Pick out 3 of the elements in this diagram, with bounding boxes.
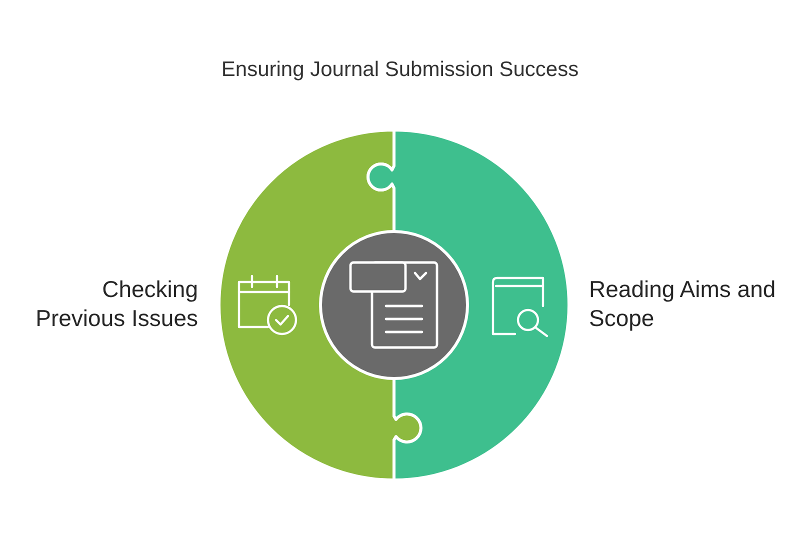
diagram-title: Ensuring Journal Submission Success: [221, 57, 579, 83]
step-label: Reading Aims and Scope: [589, 275, 777, 333]
step-label: Checking Previous Issues: [34, 275, 198, 333]
